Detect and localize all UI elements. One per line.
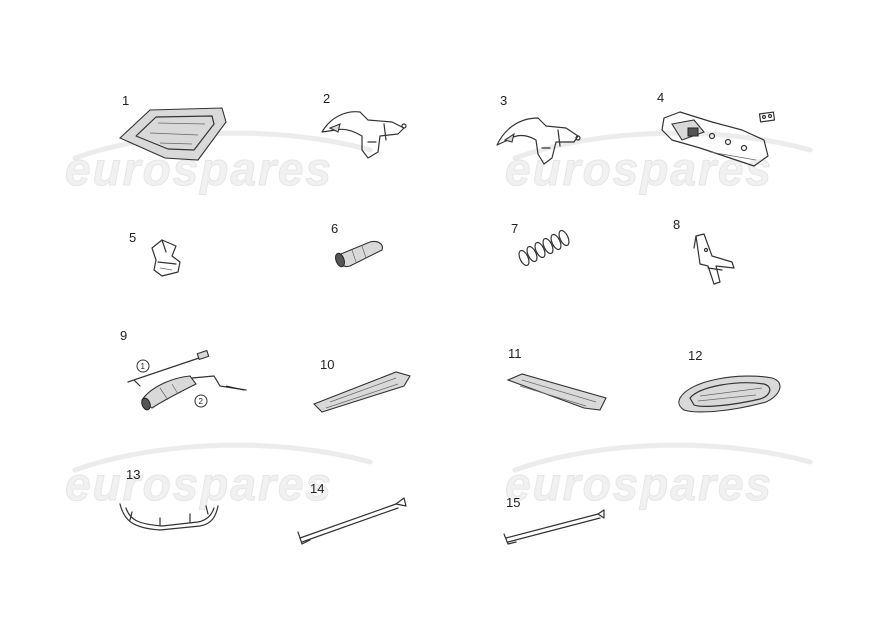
watermark: eurospares — [505, 130, 813, 196]
part-number: 1 — [122, 93, 129, 108]
part-11[interactable]: 11 — [506, 346, 607, 411]
callout-2: 2 — [194, 394, 208, 408]
support-rod-icon — [503, 509, 605, 545]
part-number: 4 — [657, 90, 664, 105]
part-number: 9 — [120, 328, 127, 343]
part-9[interactable]: 9 1 2 — [120, 328, 247, 411]
part-number: 2 — [323, 91, 330, 106]
watermark: eurospares — [65, 442, 373, 511]
seal-strip-icon — [506, 373, 607, 411]
part-number: 8 — [673, 217, 680, 232]
watermark: eurospares — [65, 130, 373, 196]
part-5[interactable]: 5 — [129, 230, 181, 277]
part-15[interactable]: 15 — [503, 495, 605, 545]
hinge-bracket-icon — [496, 117, 581, 165]
watermark-text: eurospares — [65, 458, 333, 510]
part-3[interactable]: 3 — [496, 93, 581, 165]
part-number: 14 — [310, 481, 324, 496]
curved-trim-strip-icon — [119, 503, 219, 531]
watermark-text: eurospares — [505, 143, 773, 195]
clip-block-icon — [151, 239, 181, 277]
part-1[interactable]: 1 — [119, 93, 227, 161]
part-7[interactable]: 7 — [511, 221, 571, 267]
callout-1: 1 — [136, 359, 150, 373]
callout-label: 2 — [199, 397, 204, 406]
part-number: 6 — [331, 221, 338, 236]
rubber-grommet-icon — [335, 240, 383, 268]
hood-panel-bracket-icon — [661, 111, 776, 167]
part-8[interactable]: 8 — [673, 217, 735, 285]
seal-strip-icon — [313, 371, 411, 413]
part-6[interactable]: 6 — [331, 221, 383, 268]
part-number: 3 — [500, 93, 507, 108]
part-14[interactable]: 14 — [297, 481, 407, 545]
windscreen-frame-icon — [119, 107, 227, 161]
part-number: 15 — [506, 495, 520, 510]
watermark-text: eurospares — [505, 458, 773, 510]
part-12[interactable]: 12 — [678, 348, 781, 413]
oval-grille-icon — [678, 375, 781, 413]
watermark: eurospares — [505, 442, 813, 511]
part-number: 10 — [320, 357, 334, 372]
part-4[interactable]: 4 — [657, 90, 776, 167]
hook-latch-icon — [693, 233, 735, 285]
coil-spring-icon — [518, 229, 570, 267]
part-13[interactable]: 13 — [119, 467, 219, 531]
part-number: 13 — [126, 467, 140, 482]
callout-label: 1 — [141, 362, 146, 371]
part-number: 7 — [511, 221, 518, 236]
part-number: 12 — [688, 348, 702, 363]
support-rod-icon — [297, 497, 407, 545]
part-10[interactable]: 10 — [313, 357, 411, 413]
release-cable-icon — [127, 349, 247, 411]
part-number: 5 — [129, 230, 136, 245]
part-number: 11 — [508, 346, 522, 361]
hinge-bracket-icon — [321, 111, 407, 159]
part-2[interactable]: 2 — [321, 91, 407, 159]
